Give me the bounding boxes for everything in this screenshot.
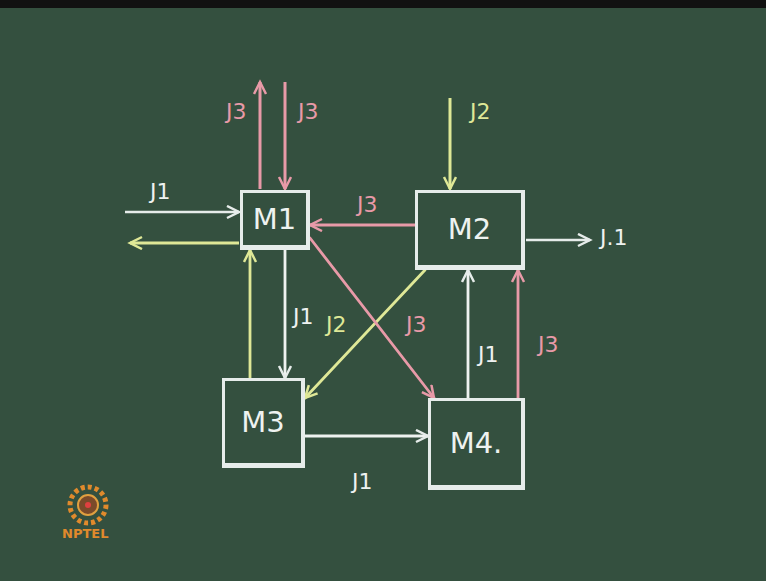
job-route-arrow xyxy=(284,250,287,378)
inflow-arrow xyxy=(284,82,287,189)
board-frame xyxy=(0,0,766,8)
machine-box: M1 xyxy=(240,190,310,250)
job-route-arrow xyxy=(305,435,428,438)
inflow-arrow xyxy=(125,211,239,214)
machine-name: M4. xyxy=(450,426,503,460)
machine-name: M3 xyxy=(241,405,284,439)
machine-name: M1 xyxy=(253,202,296,236)
machine-box: M3 xyxy=(222,378,305,468)
job-route-arrow xyxy=(249,250,252,378)
job-label: J3 xyxy=(538,333,559,357)
job-route-arrow xyxy=(467,270,470,398)
job-route-arrow xyxy=(517,270,520,398)
outflow-arrow xyxy=(130,242,239,245)
job-route-arrow xyxy=(310,224,415,227)
job-label: J3 xyxy=(357,193,378,217)
machine-box: M2 xyxy=(415,190,525,270)
job-label: J1 xyxy=(352,470,373,494)
job-label: J2 xyxy=(326,313,347,337)
job-label: J1 xyxy=(150,180,171,204)
nptel-logo xyxy=(70,487,106,523)
job-label: J1 xyxy=(293,305,314,329)
job-label: J1 xyxy=(478,343,499,367)
job-label: J3 xyxy=(406,313,427,337)
machine-name: M2 xyxy=(448,212,491,246)
job-label: J2 xyxy=(470,100,491,124)
outflow-arrow xyxy=(259,82,262,189)
job-label: J3 xyxy=(298,100,319,124)
inflow-arrow xyxy=(449,98,452,189)
machine-box: M4. xyxy=(428,398,525,490)
job-label: J.1 xyxy=(600,226,627,250)
outflow-arrow xyxy=(526,239,590,242)
watermark: NPTEL xyxy=(62,527,108,541)
job-label: J3 xyxy=(226,100,247,124)
